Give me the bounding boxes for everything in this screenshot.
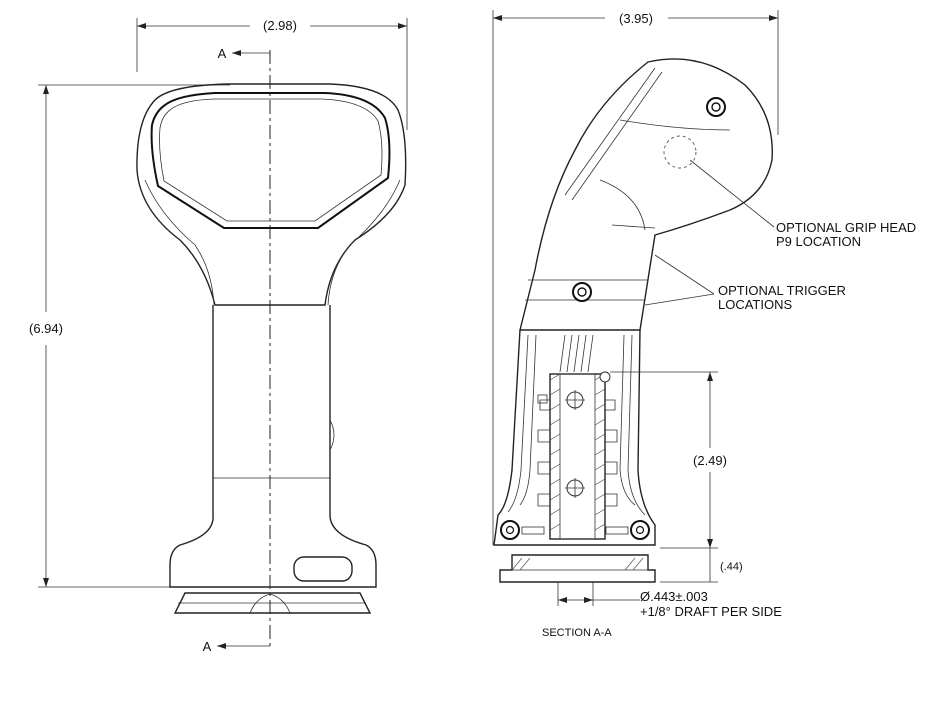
section-view: (3.95)	[492, 10, 916, 639]
callout-grip-head: OPTIONAL GRIP HEAD P9 LOCATION	[689, 159, 916, 249]
draft-note: +1/8° DRAFT PER SIDE	[640, 604, 782, 619]
diameter-note: Ø.443±.003	[640, 589, 708, 604]
section-grip-head	[519, 58, 773, 331]
insert-hole-upper	[565, 390, 585, 410]
diameter-dimension: Ø.443±.003 +1/8° DRAFT PER SIDE	[557, 582, 782, 619]
section-marker-bottom: A	[203, 639, 270, 654]
base-height-label: (.44)	[720, 561, 743, 573]
front-view: (2.98) (6.94) A A	[29, 18, 408, 654]
base-height-dimension: (.44)	[660, 548, 743, 583]
insert-hole-lower	[565, 478, 585, 498]
svg-text:OPTIONAL TRIGGER: OPTIONAL TRIGGER	[718, 283, 846, 298]
section-handle	[493, 329, 656, 583]
svg-text:LOCATIONS: LOCATIONS	[718, 297, 792, 312]
callout-trigger: OPTIONAL TRIGGER LOCATIONS	[644, 254, 846, 312]
svg-text:P9 LOCATION: P9 LOCATION	[776, 234, 861, 249]
front-width-label: (2.98)	[263, 18, 297, 33]
section-caption: SECTION A-A	[542, 627, 612, 639]
front-width-dimension: (2.98)	[136, 18, 408, 130]
trigger-screw	[572, 282, 592, 302]
front-height-label: (6.94)	[29, 321, 63, 336]
section-width-label: (3.95)	[619, 11, 653, 26]
base-screw-left	[500, 520, 520, 540]
inner-height-dimension: (2.49)	[610, 371, 727, 549]
grip-head-screw	[706, 97, 726, 117]
svg-text:OPTIONAL GRIP HEAD: OPTIONAL GRIP HEAD	[776, 220, 916, 235]
section-width-dimension: (3.95)	[492, 10, 779, 545]
section-marker-top: A	[218, 46, 270, 61]
front-height-dimension: (6.94)	[29, 84, 230, 588]
front-grip-body	[136, 50, 407, 650]
inner-height-label: (2.49)	[693, 453, 727, 468]
svg-text:A: A	[218, 46, 227, 61]
base-screw-right	[630, 520, 650, 540]
svg-text:A: A	[203, 639, 212, 654]
